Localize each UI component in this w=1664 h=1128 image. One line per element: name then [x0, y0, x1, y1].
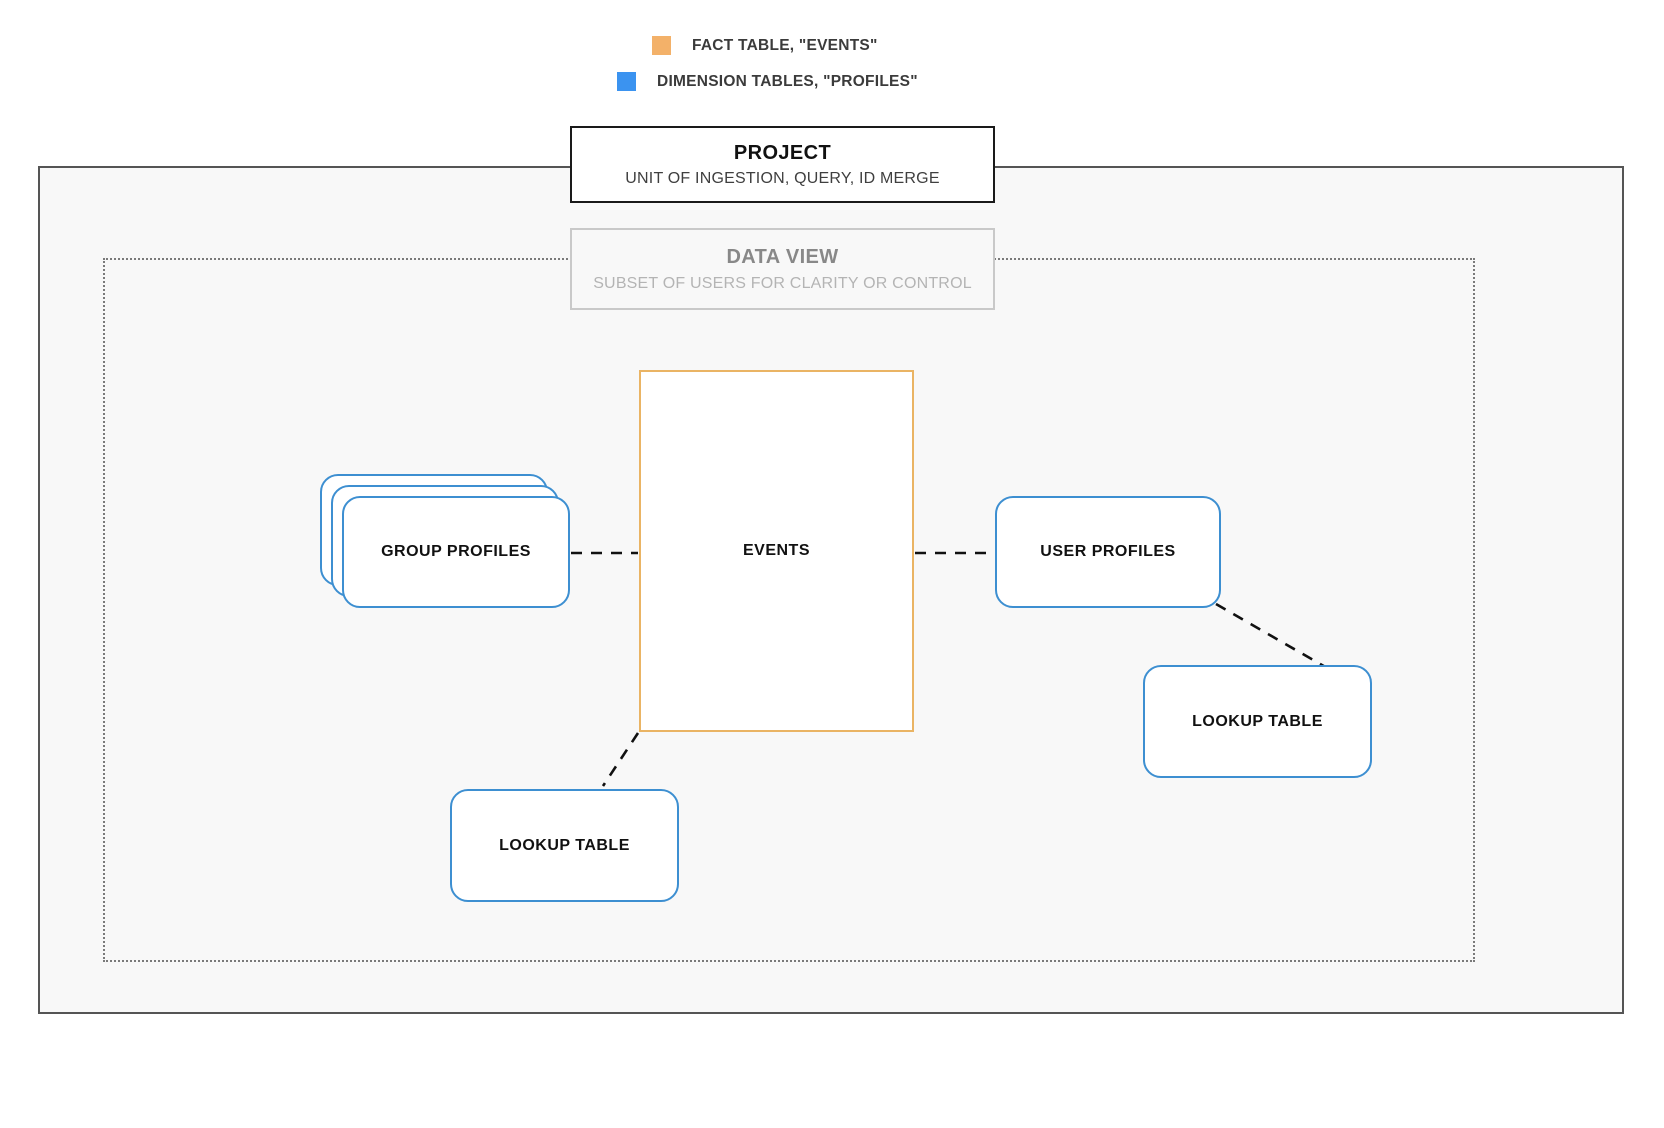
- project-subtitle: UNIT OF INGESTION, QUERY, ID MERGE: [625, 169, 940, 187]
- legend-item-dimension-tables: DIMENSION TABLES, "PROFILES": [617, 72, 918, 91]
- table-lookup-left: LOOKUP TABLE: [450, 789, 679, 902]
- square-swatch-icon: [617, 72, 636, 91]
- square-swatch-icon: [652, 36, 671, 55]
- table-lookup-right: LOOKUP TABLE: [1143, 665, 1372, 778]
- data-view-box: DATA VIEW SUBSET OF USERS FOR CLARITY OR…: [570, 228, 995, 310]
- project-box: PROJECT UNIT OF INGESTION, QUERY, ID MER…: [570, 126, 995, 203]
- data-view-subtitle: SUBSET OF USERS FOR CLARITY OR CONTROL: [593, 274, 972, 292]
- table-lookup-left-label: LOOKUP TABLE: [499, 836, 630, 854]
- legend-item-label: FACT TABLE, "EVENTS": [692, 36, 878, 54]
- table-events: EVENTS: [639, 370, 914, 732]
- legend-item-label: DIMENSION TABLES, "PROFILES": [657, 72, 918, 90]
- table-user-profiles-label: USER PROFILES: [1040, 543, 1176, 560]
- table-user-profiles: USER PROFILES: [995, 496, 1221, 608]
- table-events-label: EVENTS: [742, 542, 810, 559]
- project-title: PROJECT: [733, 141, 832, 164]
- table-group-profiles-label: GROUP PROFILES: [381, 543, 531, 560]
- table-lookup-right-label: LOOKUP TABLE: [1192, 712, 1323, 730]
- table-group-profiles: GROUP PROFILES: [342, 496, 570, 608]
- legend-item-fact-table: FACT TABLE, "EVENTS": [652, 36, 878, 55]
- data-view-title: DATA VIEW: [726, 245, 839, 268]
